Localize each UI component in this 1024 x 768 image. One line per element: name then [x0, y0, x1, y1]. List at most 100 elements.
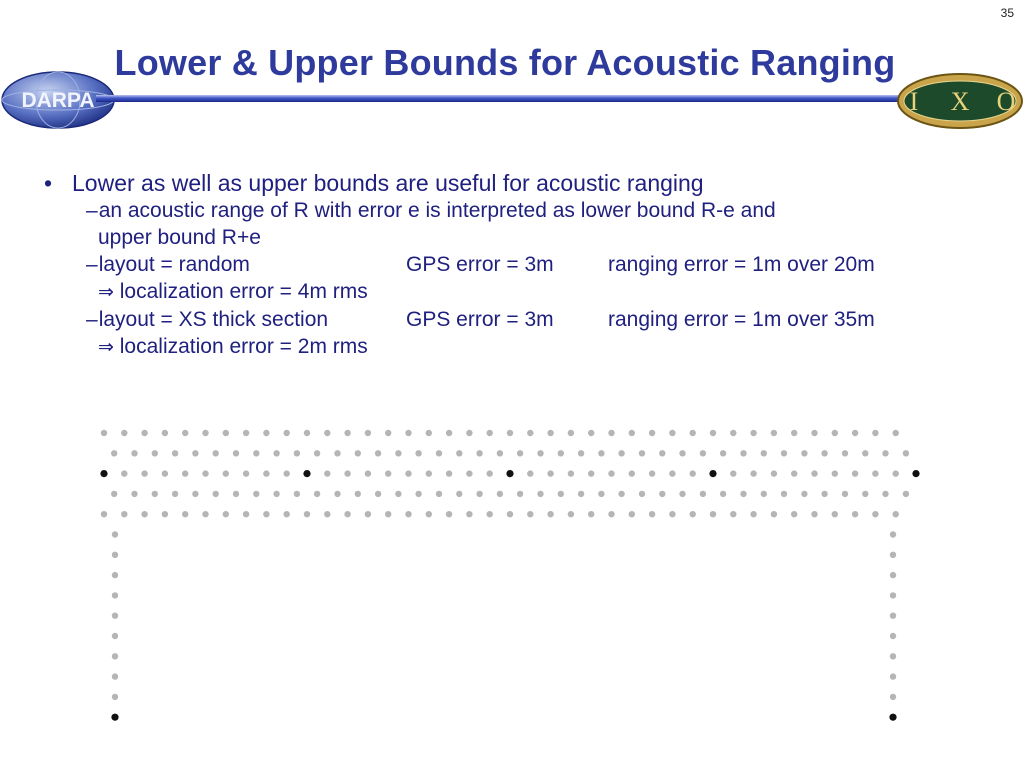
sensor-node	[889, 551, 897, 558]
sensor-node	[141, 470, 148, 477]
sensor-node	[445, 470, 453, 477]
sensor-node	[425, 429, 432, 437]
sensor-node	[151, 450, 158, 457]
sensor-node	[111, 551, 119, 558]
sensor-node	[892, 429, 899, 437]
sensor-node	[111, 612, 119, 619]
sensor-node	[760, 490, 767, 498]
sub-item-2-gps: GPS error = 3m	[406, 253, 554, 276]
sub-item-2-layout: layout = random	[98, 253, 250, 276]
sensor-node	[111, 450, 118, 457]
implies-icon: ⇒	[98, 281, 114, 303]
sensor-node	[456, 490, 463, 498]
anchor-node	[303, 470, 311, 478]
sensor-node	[791, 429, 798, 437]
implies-icon: ⇒	[98, 336, 114, 358]
sensor-node	[303, 429, 311, 437]
sensor-node	[111, 571, 119, 579]
title-underline	[96, 95, 906, 102]
sensor-node	[435, 450, 443, 457]
sensor-node	[537, 450, 544, 457]
dash-marker: –	[86, 199, 98, 222]
sensor-node	[801, 490, 808, 498]
bullet-text: Lower as well as upper bounds are useful…	[72, 170, 704, 196]
sensor-node	[212, 450, 219, 457]
sensor-node	[608, 429, 615, 437]
sensor-node	[182, 429, 189, 437]
sensor-node	[730, 511, 737, 518]
sensor-node	[283, 470, 290, 477]
sensor-node	[466, 470, 473, 477]
sensor-node	[588, 470, 595, 477]
slide-number: 35	[1000, 6, 1014, 20]
bullet-dot: •	[44, 170, 53, 196]
sensor-node	[841, 450, 849, 457]
sensor-node	[232, 450, 240, 457]
sensor-node	[324, 429, 331, 437]
sensor-node	[709, 511, 717, 518]
dash-marker: –	[86, 253, 98, 276]
sensor-node	[111, 693, 119, 701]
sensor-node	[750, 470, 757, 477]
ixo-letter-o: O	[997, 87, 1016, 116]
sensor-node	[628, 511, 635, 518]
sensor-node	[476, 490, 483, 498]
sub-item-3-ranging: ranging error = 1m over 35m	[608, 308, 875, 331]
sensor-node	[222, 511, 229, 518]
sensor-node	[730, 429, 737, 437]
sensor-node	[628, 470, 635, 477]
sensor-node	[516, 490, 524, 498]
sensor-node	[689, 511, 696, 518]
sensor-node	[648, 470, 656, 477]
sensor-node	[679, 490, 686, 498]
sensor-node	[709, 429, 717, 437]
sensor-node	[496, 490, 504, 498]
sensor-node	[364, 470, 372, 477]
sensor-node	[466, 429, 473, 437]
sensor-node	[374, 450, 382, 457]
sensor-node	[577, 450, 585, 457]
sensor-node	[872, 429, 879, 437]
sensor-node	[354, 450, 361, 457]
sensor-node	[719, 450, 727, 457]
sensor-node	[567, 511, 575, 518]
sensor-node	[486, 470, 493, 477]
sensor-node	[405, 470, 412, 477]
sensor-node	[313, 490, 321, 498]
sensor-node	[889, 571, 897, 579]
sensor-node	[222, 470, 229, 477]
sensor-node	[872, 470, 879, 477]
sensor-node	[801, 450, 808, 457]
sensor-node	[111, 673, 119, 680]
sensor-node	[851, 511, 859, 518]
bullet-item: • Lower as well as upper bounds are usef…	[44, 170, 1004, 197]
sensor-node	[313, 450, 321, 457]
sensor-node	[242, 429, 250, 437]
sensor-node	[770, 470, 778, 477]
sensor-node	[192, 490, 199, 498]
sensor-node	[780, 490, 788, 498]
sensor-node	[740, 450, 747, 457]
sensor-node	[831, 511, 838, 518]
sensor-node	[273, 490, 280, 498]
sensor-node	[889, 592, 897, 599]
sensor-node	[831, 429, 838, 437]
sensor-node	[111, 531, 119, 538]
sensor-node	[161, 511, 169, 518]
sensor-node	[669, 429, 676, 437]
sensor-node	[385, 511, 392, 518]
sensor-node	[486, 429, 493, 437]
sensor-node	[151, 490, 158, 498]
sensor-node	[588, 429, 595, 437]
sensor-node	[253, 490, 260, 498]
ixo-letter-i: I	[910, 87, 919, 116]
sensor-node	[364, 511, 372, 518]
sensor-node	[161, 470, 169, 477]
sensor-node	[902, 490, 910, 498]
sensor-node	[121, 511, 128, 518]
sensor-node	[395, 490, 402, 498]
sensor-node	[334, 490, 341, 498]
sensor-node	[253, 450, 260, 457]
sensor-node	[171, 490, 179, 498]
anchor-node	[709, 470, 717, 478]
